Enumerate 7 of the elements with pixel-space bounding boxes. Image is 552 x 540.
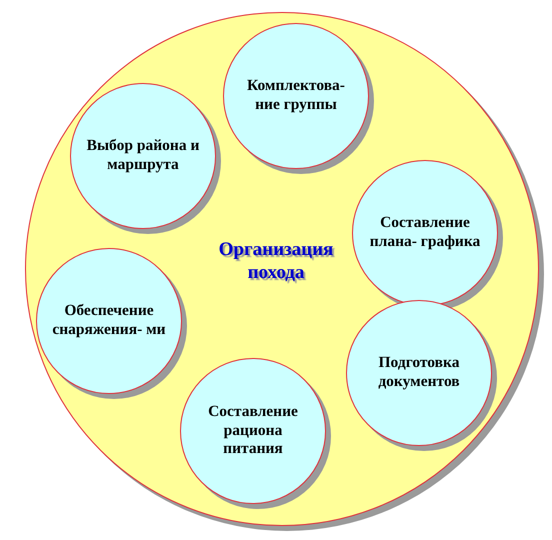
topic-text: Составление рациона питания (207, 403, 299, 459)
center-title: Организация похода (218, 239, 334, 285)
topic-text: Подготовка документов (377, 354, 461, 392)
topic-text: Обеспечение снаряжения- ми (51, 302, 167, 340)
topic-text: Комплектова- ние группы (246, 77, 346, 115)
topic-text: Составление плана- графика (368, 214, 482, 252)
topic-text: Выбор района и маршрута (86, 137, 200, 175)
